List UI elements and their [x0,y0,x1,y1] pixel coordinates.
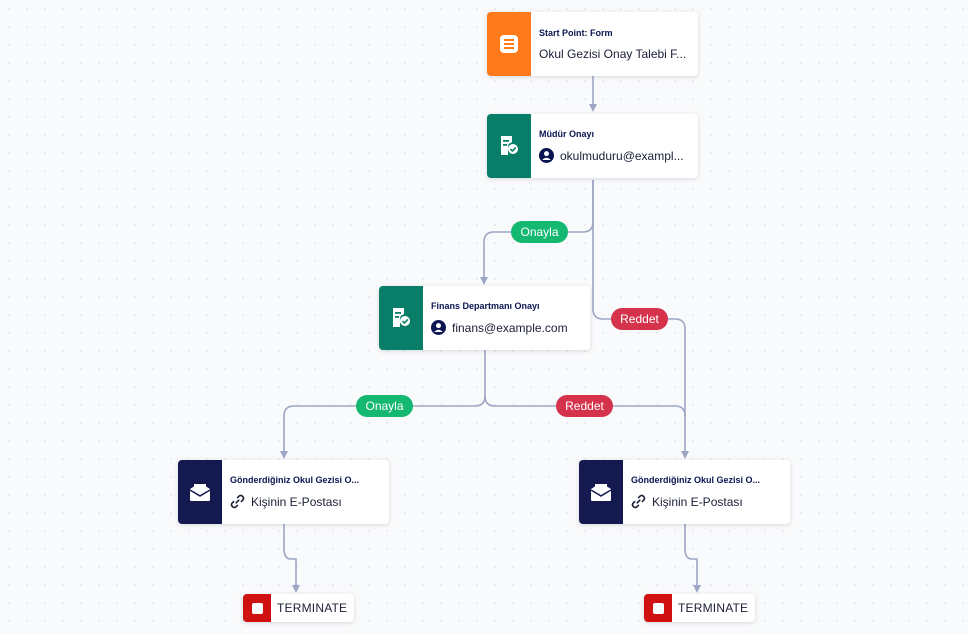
node-title: Müdür Onayı [539,129,595,139]
terminate-label: TERMINATE [277,601,348,615]
node-subtitle: finans@example.com [452,320,568,335]
node-finance-approval[interactable]: Finans Departmanı Onayı finans@example.c… [379,286,590,350]
node-principal-approval[interactable]: Müdür Onayı okulmuduru@exampl... [487,114,698,178]
edge-right-email-to-terminate [684,523,701,593]
approval-icon [379,286,423,350]
node-subtitle: Kişinin E-Postası [251,494,342,509]
node-subtitle: Okul Gezisi Onay Talebi F... [539,46,687,61]
mail-icon [178,460,222,524]
node-terminate-left[interactable]: TERMINATE [243,594,355,622]
approval-icon [487,114,531,178]
user-icon [539,148,554,163]
node-title: Start Point: Form [539,27,613,38]
mail-icon [579,460,623,524]
terminate-label: TERMINATE [678,601,749,615]
edge-label-approve-finance[interactable]: Onayla [356,395,413,417]
edge-label-approve-principal[interactable]: Onayla [511,221,568,243]
stop-icon [644,594,672,622]
stop-icon [243,594,271,622]
node-email-approved[interactable]: Gönderdiğiniz Okul Gezisi O... Kişinin E… [178,460,389,524]
node-title: Finans Departmanı Onayı [431,301,540,311]
node-start-point-form[interactable]: Start Point: Form Okul Gezisi Onay Taleb… [487,12,698,76]
edge-label-reject-finance[interactable]: Reddet [556,395,613,417]
node-email-rejected[interactable]: Gönderdiğiniz Okul Gezisi O... Kişinin E… [579,460,790,524]
node-title: Gönderdiğiniz Okul Gezisi O... [230,475,360,485]
link-icon [631,494,646,509]
node-terminate-right[interactable]: TERMINATE [644,594,756,622]
link-icon [230,494,245,509]
node-title: Gönderdiğiniz Okul Gezisi O... [631,475,761,485]
form-icon [487,12,531,76]
node-subtitle: Kişinin E-Postası [652,494,743,509]
edge-label-reject-principal[interactable]: Reddet [611,308,668,330]
edge-left-email-to-terminate [283,523,300,593]
user-icon [431,320,446,335]
node-subtitle: okulmuduru@exampl... [560,148,684,163]
